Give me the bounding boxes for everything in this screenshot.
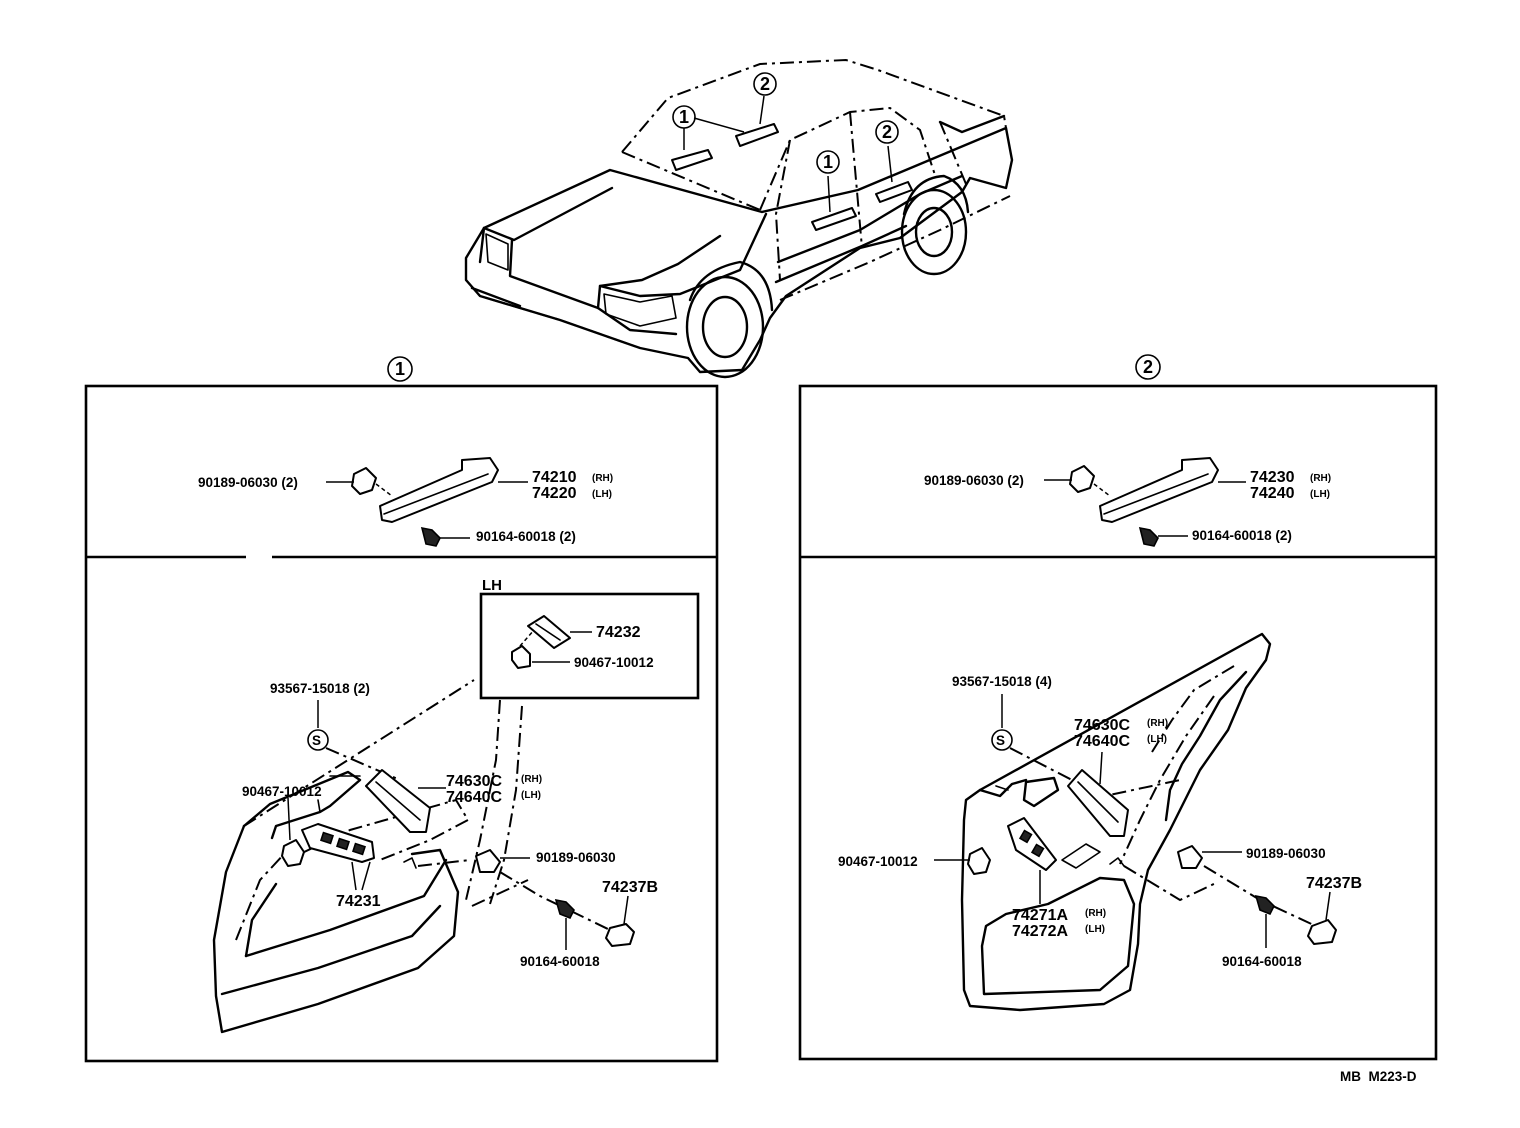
clip-90467-10012-rear [967,847,991,875]
label-74272a: 74272A [1012,923,1068,940]
label-74231: 74231 [336,893,381,910]
label-90467-10012-rear: 90467-10012 [838,854,918,869]
label-90189-06030-2-rear: 90189-06030 (2) [924,473,1024,488]
label-90189-06030-2-front: 90189-06030 (2) [198,475,298,490]
label-74220-lh: (LH) [592,489,612,500]
base-74271a [1007,817,1057,871]
label-90467-10012-inset: 90467-10012 [574,655,654,670]
label-74240: 74240 [1250,485,1295,502]
callout-1-roof: 1 [679,107,689,127]
label-74237b-1: 74237B [602,879,658,896]
label-90164-60018-rear: 90164-60018 [1222,954,1302,969]
label-74220: 74220 [532,485,577,502]
label-74210-rh: (RH) [592,473,613,484]
panel-1-callout: 1 [395,359,405,379]
label-74272a-lh: (LH) [1085,924,1105,935]
diagram-code: MB M223-D [1340,1069,1417,1084]
front-door-trim [212,679,529,1034]
cover-74237b-rear [1307,919,1337,945]
panel-2: 90189-06030 (2) 74230 (RH) 74240 (LH) 90… [798,384,1438,1061]
panel-1: 90189-06030 (2) 74210 (RH) 74220 (LH) 90… [84,384,719,1063]
inset-lh-title: LH [482,577,502,594]
cover-74237b-door [605,923,635,947]
label-90467-10012-door: 90467-10012 [242,784,322,799]
label-74630c-rh-2: (RH) [1147,718,1168,729]
grip-screw-rear [1138,526,1159,547]
label-74240-lh: (LH) [1310,489,1330,500]
label-74630c-rh-1: (RH) [521,774,542,785]
callout-1-door: 1 [823,152,833,172]
callout-2-door: 2 [882,122,892,142]
car-illustration: 1 2 1 2 [464,58,1014,379]
panel-2-callout: 2 [1143,357,1153,377]
inset-lh-box [479,592,700,700]
screw-90164-60018-rear [1254,894,1275,916]
label-90164-60018-2-front: 90164-60018 (2) [476,529,576,544]
label-74640c-2: 74640C [1074,733,1130,750]
assist-grip-rear [1069,457,1219,547]
label-74640c-1: 74640C [446,789,502,806]
label-74271a-rh: (RH) [1085,908,1106,919]
callout-2-roof: 2 [760,74,770,94]
label-74210: 74210 [532,469,577,486]
assist-grip-rear-left [735,123,779,147]
grip-clip-rear [1069,465,1095,493]
label-90189-06030-rear: 90189-06030 [1246,846,1326,861]
label-74232: 74232 [596,624,641,641]
clip-90467-10012-door [281,839,305,867]
retainer-90189-06030-rear [1177,845,1203,869]
label-74630c-1: 74630C [446,773,502,790]
label-74271a: 74271A [1012,907,1068,924]
screw-90164-60018-door [554,898,575,920]
rear-door-trim [960,632,1272,1012]
label-93567-15018-4: 93567-15018 (4) [952,674,1052,689]
grip-screw-front [420,526,441,547]
label-74230: 74230 [1250,469,1295,486]
label-74640c-lh-1: (LH) [521,790,541,801]
grip-clip-front [351,467,377,495]
label-74640c-lh-2: (LH) [1147,734,1167,745]
label-90189-06030-door: 90189-06030 [536,850,616,865]
label-93567-15018-2: 93567-15018 (2) [270,681,370,696]
assist-grip-front-left [671,149,713,171]
assist-grip-front [351,457,499,547]
label-74237b-2: 74237B [1306,875,1362,892]
label-90164-60018-door: 90164-60018 [520,954,600,969]
retainer-90189-06030-door [475,849,501,873]
label-90164-60018-2-rear: 90164-60018 (2) [1192,528,1292,543]
assist-grip-front-door [811,207,857,231]
clip-90467-10012-inset [511,645,531,669]
label-74230-rh: (RH) [1310,473,1331,484]
sealer-symbol-2: S [996,733,1005,748]
sealer-symbol-1: S [312,733,321,748]
assist-grip-rear-door [875,181,913,203]
label-74630c-2: 74630C [1074,717,1130,734]
